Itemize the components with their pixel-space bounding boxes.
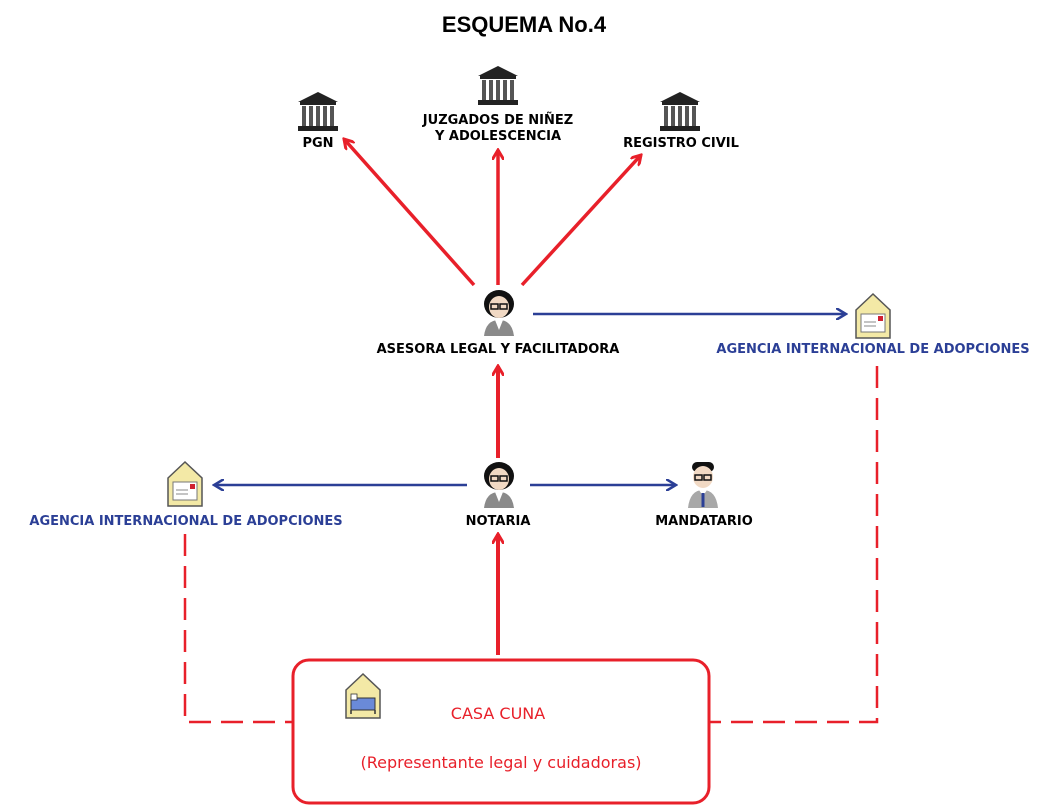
woman-icon-asesora (484, 290, 514, 336)
casa-cuna-box (291, 658, 711, 805)
casa-cuna-label: CASA CUNA (450, 704, 546, 723)
pgn-label: PGN (302, 136, 334, 151)
dashed-link-agencia-left (183, 534, 292, 724)
woman-icon-notaria (484, 462, 514, 508)
man-icon-mandatario (688, 462, 718, 508)
dashed-link-agencia-right (710, 366, 879, 724)
diagram-title: ESQUEMA No.4 (441, 12, 607, 37)
mandatario-label: MANDATARIO (655, 514, 753, 529)
courthouse-icon-juzgados (478, 66, 518, 105)
agencia-left-label: AGENCIA INTERNACIONAL DE ADOPCIONES (29, 514, 343, 529)
courthouse-icon-registro (660, 92, 700, 131)
courthouse-icon-pgn (298, 92, 338, 131)
registro-label: REGISTRO CIVIL (623, 136, 739, 151)
agencia-right-label: AGENCIA INTERNACIONAL DE ADOPCIONES (716, 342, 1030, 357)
asesora-label: ASESORA LEGAL Y FACILITADORA (376, 342, 620, 357)
juzgados-label-line1: JUZGADOS DE NIÑEZ (422, 113, 574, 128)
arrow-asesora-to-pgn (344, 139, 476, 287)
house-mail-icon-right (855, 292, 891, 339)
house-bed-icon (345, 672, 381, 719)
house-mail-icon-left (167, 460, 203, 507)
juzgados-label-line2: Y ADOLESCENCIA (434, 129, 562, 144)
notaria-label: NOTARIA (465, 514, 531, 529)
casa-cuna-subtitle: (Representante legal y cuidadoras) (360, 753, 642, 772)
arrow-asesora-to-registro (520, 155, 641, 287)
